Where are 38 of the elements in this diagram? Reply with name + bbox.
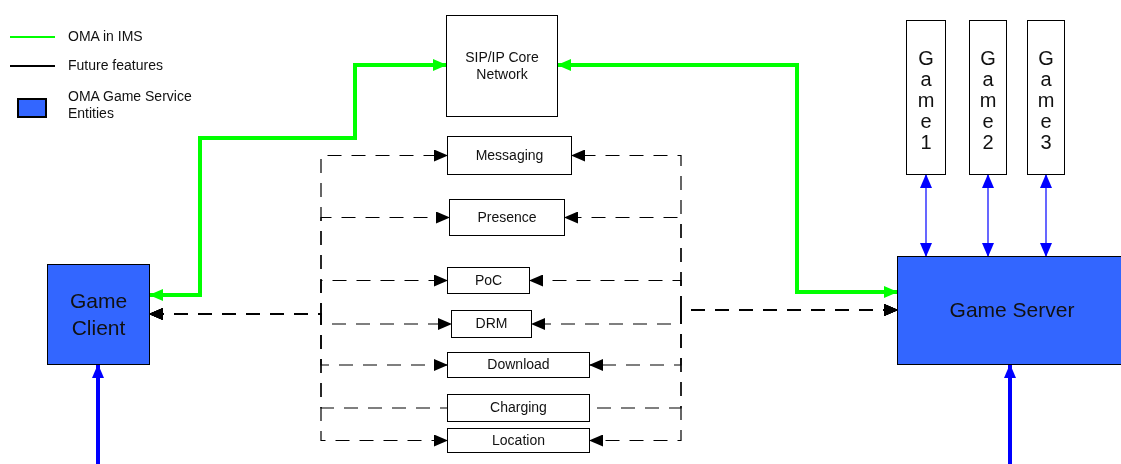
legend-label: OMA in IMS	[68, 28, 144, 45]
game-box	[906, 20, 946, 175]
arrow	[92, 364, 104, 464]
node-label: Game Server	[948, 297, 1076, 324]
node-label: Charging	[489, 399, 548, 417]
process-box	[447, 428, 590, 453]
node-label: Location	[491, 431, 546, 450]
node-label: PoC	[473, 271, 504, 290]
process-box	[447, 136, 572, 175]
node-label: SIP/IP Core Network	[464, 48, 540, 84]
process-box	[447, 352, 590, 378]
node-label: Game 1	[916, 46, 936, 153]
node-label: Messaging	[474, 146, 545, 165]
process-box	[451, 310, 532, 338]
arrow	[1004, 364, 1016, 464]
double-arrow	[1040, 174, 1052, 257]
game-box	[1027, 20, 1065, 175]
game-box	[969, 20, 1007, 175]
node-label: DRM	[474, 315, 509, 333]
entity-box	[47, 264, 150, 365]
process-box	[447, 394, 590, 422]
node-label: Game 2	[978, 46, 998, 153]
double-arrow	[920, 174, 932, 257]
legend-label: OMA Game Service Entities	[68, 88, 193, 122]
entity-box	[897, 256, 1121, 365]
process-box	[447, 267, 530, 294]
double-arrow	[589, 304, 898, 447]
double-arrow	[149, 59, 447, 301]
node-label: Download	[486, 356, 551, 374]
node-label: Game Client	[68, 288, 129, 341]
process-box	[446, 15, 558, 117]
double-arrow	[149, 308, 448, 447]
double-arrow	[557, 59, 898, 298]
double-arrow	[982, 174, 994, 257]
node-label: Presence	[476, 208, 538, 227]
process-box	[449, 199, 565, 236]
node-label: Game 3	[1036, 46, 1056, 153]
legend-label: Future features	[68, 57, 164, 74]
